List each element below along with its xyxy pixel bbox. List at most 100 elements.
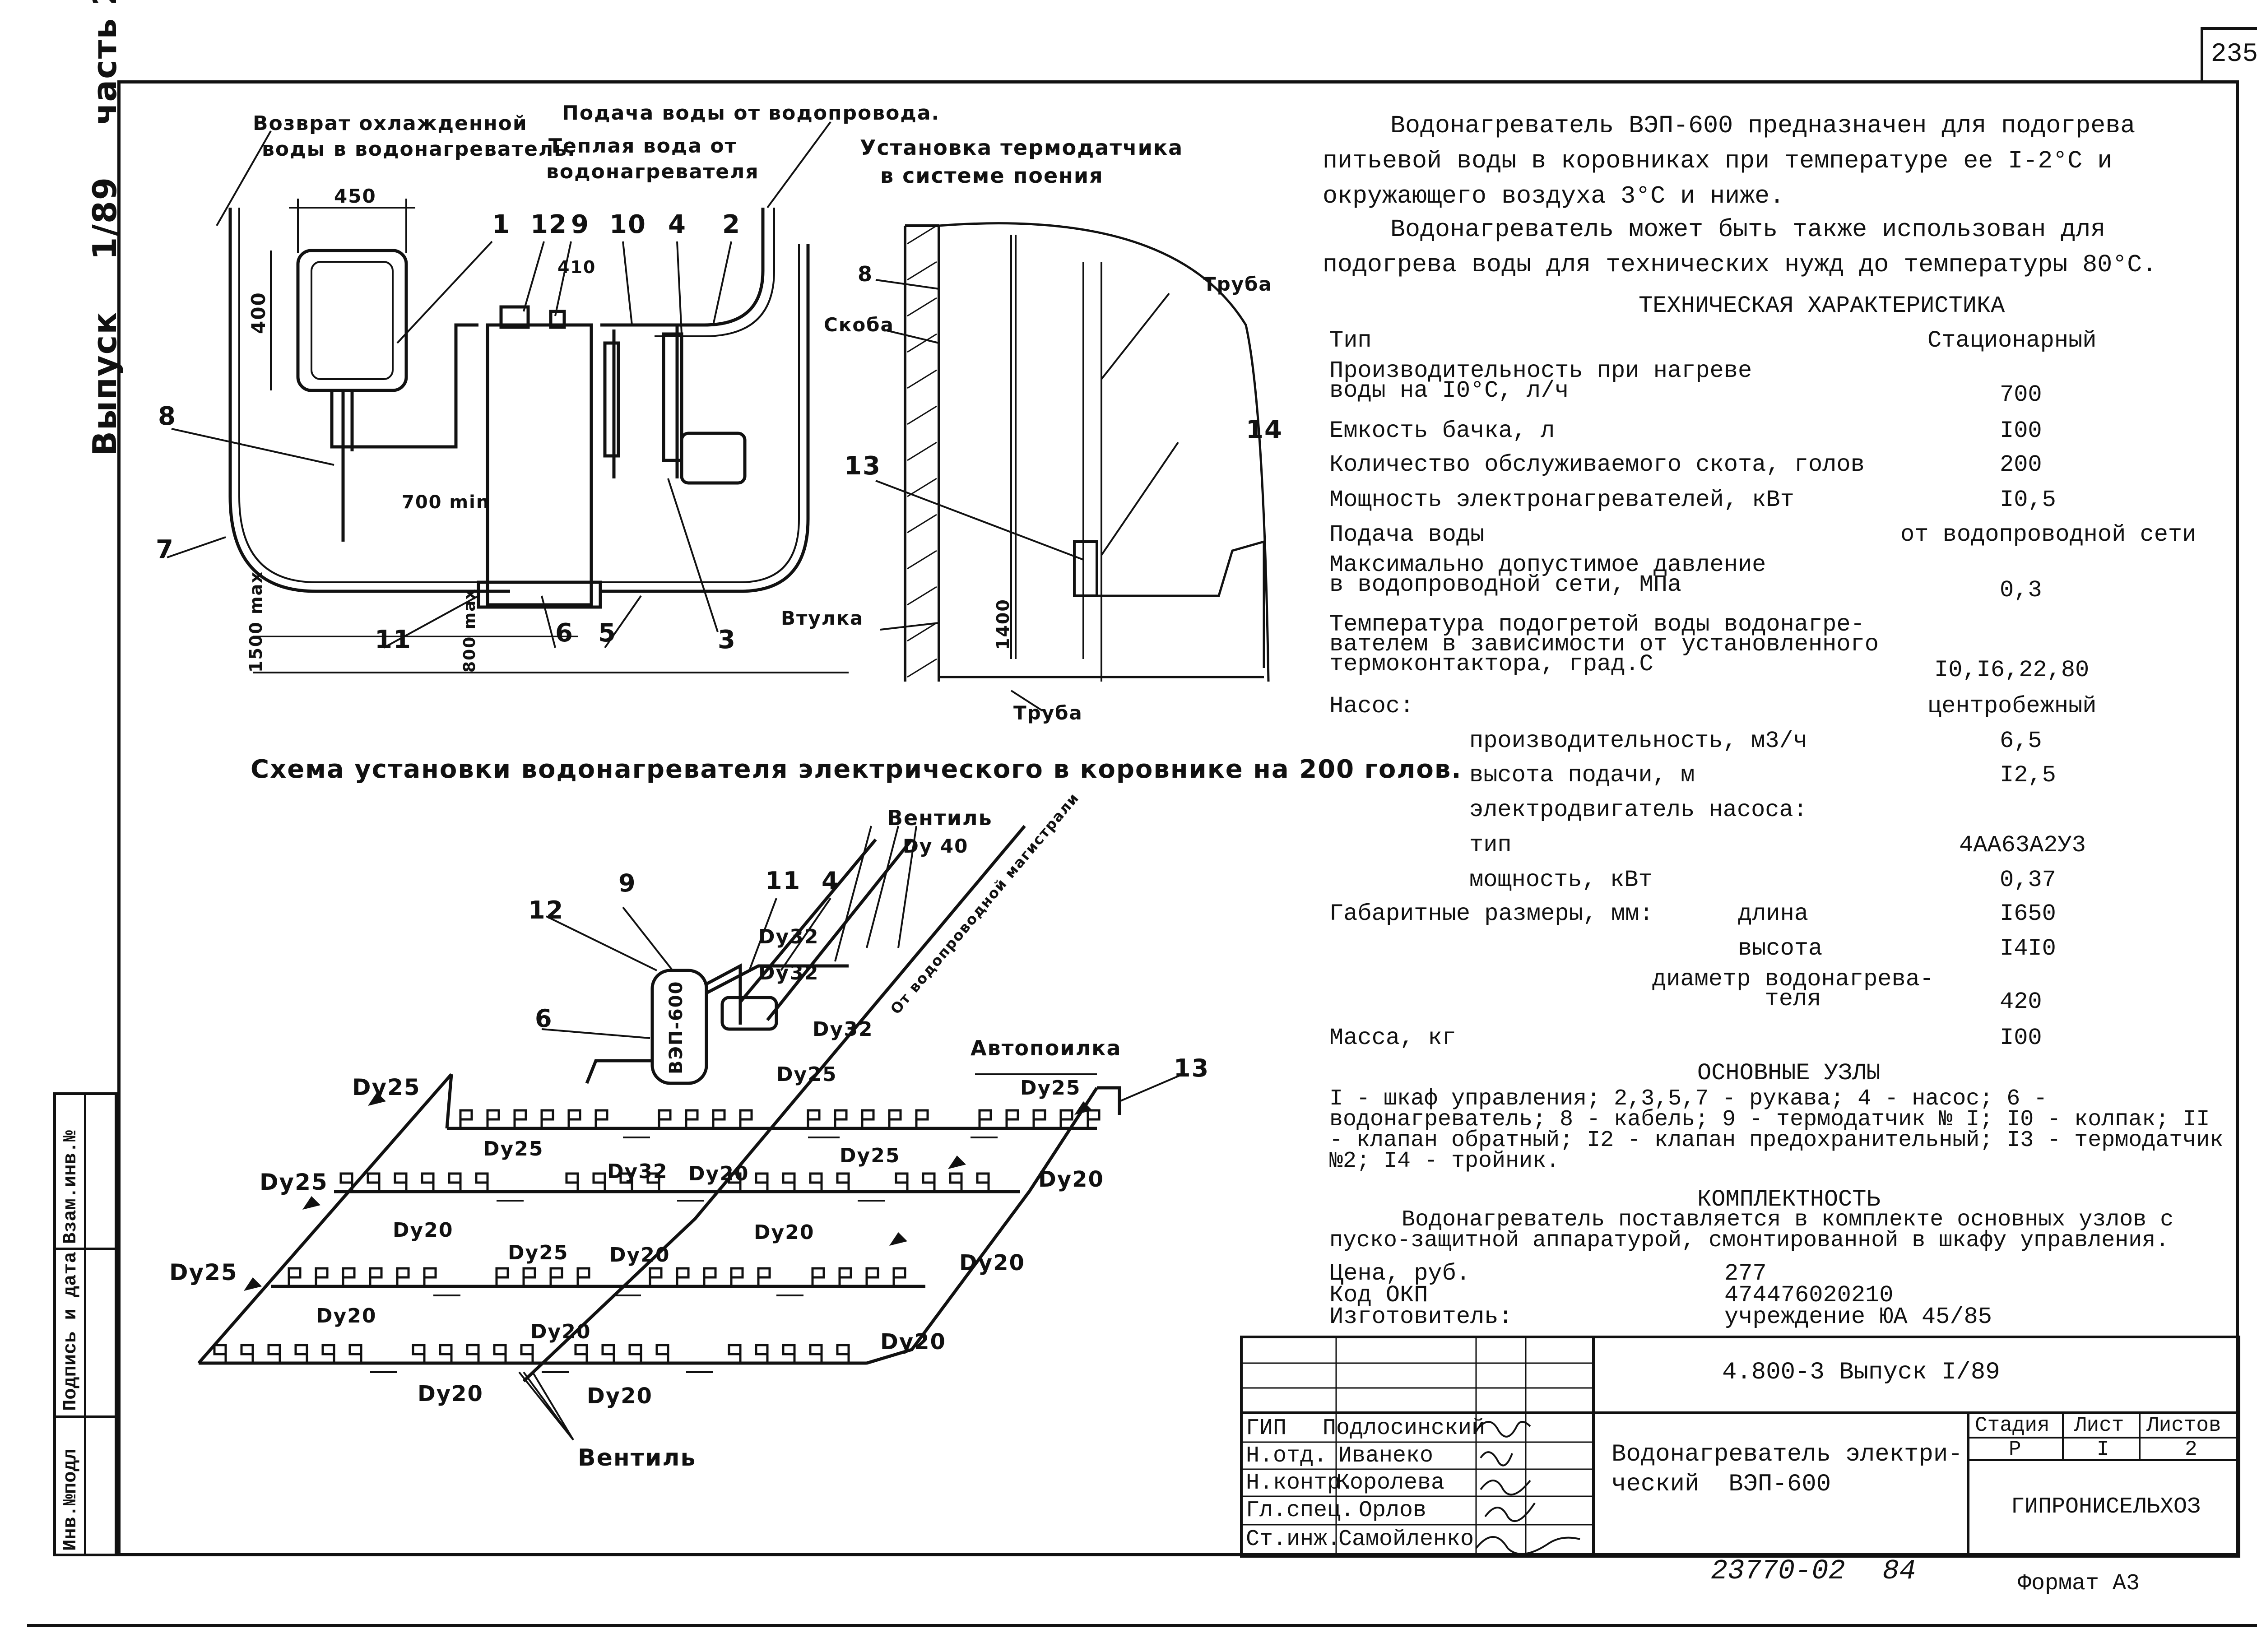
pump-row-2-label: электродвигатель насоса:: [1469, 797, 1807, 823]
tb-doc-code: 4.800-3 Выпуск I/89: [1722, 1359, 2000, 1386]
tb-role-2: Н.контр.: [1246, 1470, 1355, 1496]
label-ventil-top: Вентиль: [887, 806, 993, 830]
pipe-dy32-b: Dу32: [758, 961, 819, 984]
fig2-callout-4: 4: [822, 867, 840, 895]
pipe-dy25-a: Dу25: [352, 1074, 421, 1100]
tb-name-1: Иванеко: [1338, 1443, 1434, 1469]
dim-410: 410: [557, 257, 596, 277]
pipe-dy20-j: Dу20: [418, 1381, 483, 1406]
mass-label: Масса, кг: [1329, 1025, 1456, 1051]
dims-label: Габаритные размеры, мм:: [1329, 900, 1653, 927]
pump-row-3-label: тип: [1469, 832, 1512, 858]
tb-stage: Р: [2009, 1438, 2021, 1461]
tb-name: Водонагреватель электри- ческий ВЭП-600: [1611, 1441, 1963, 1498]
tech-row-8-value: центробежный: [1927, 693, 2097, 719]
callout-6: 6: [555, 618, 574, 648]
pipe-dy25-c: Dу25: [169, 1259, 238, 1285]
tech-row-4-label: Мощность электронагревателей, кВт: [1329, 487, 1794, 513]
label-dy40: Dу 40: [903, 835, 969, 857]
dims-1-value: I4I0: [2000, 935, 2056, 962]
callout-10: 10: [609, 210, 646, 239]
dims-0-value: I650: [2000, 900, 2056, 927]
price-2-value: учреждение ЮА 45/85: [1724, 1304, 1992, 1330]
price-0-value: 277: [1724, 1260, 1767, 1287]
tech-row-3-label: Количество обслуживаемого скота, голов: [1329, 451, 1865, 478]
label-supply-water: Подача воды от водопровода.: [562, 102, 940, 125]
pipe-dy32-c: Dу32: [813, 1018, 873, 1041]
pipe-dy25-d: Dу25: [483, 1137, 544, 1160]
tb-name-3: Орлов: [1359, 1498, 1427, 1523]
tb-role-3: Гл.спец.: [1246, 1498, 1355, 1523]
dims-0-label: длина: [1738, 900, 1809, 927]
tech-row-2-value: I00: [2000, 418, 2042, 444]
fig2-callout-13: 13: [1174, 1054, 1210, 1082]
label-vtulka: Втулка: [781, 607, 864, 629]
pump-row-3-value: 4АА63А2У3: [1959, 832, 2086, 858]
label-truba-bottom: Труба: [1013, 702, 1083, 724]
pump-row-1-value: I2,5: [2000, 762, 2056, 789]
tech-row-2-label: Емкость бачка, л: [1329, 418, 1555, 444]
price-1-value: 474476020210: [1724, 1282, 1894, 1309]
tech-row-1-value: 700: [2000, 381, 2042, 408]
pipe-dy20-b: Dу20: [1038, 1167, 1104, 1192]
label-warm-water-1: Теплая вода от: [548, 135, 738, 158]
mass-value: I00: [2000, 1025, 2042, 1051]
units-title: ОСНОВНЫЕ УЗЛЫ: [1697, 1060, 1881, 1086]
pipe-dy32-d: Dу32: [607, 1160, 668, 1183]
fig2-callout-6: 6: [535, 1004, 553, 1033]
callout-1: 1: [492, 210, 511, 239]
dims-2-value: 420: [2000, 988, 2042, 1015]
label-return-water-2: воды в водонагреватель.: [262, 138, 576, 161]
tech-row-4-value: I0,5: [2000, 487, 2056, 513]
schema-title: Схема установки водонагревателя электрич…: [251, 755, 1462, 784]
callout-8: 8: [158, 402, 176, 431]
dim-450: 450: [334, 185, 376, 207]
tb-sheets-h: Листов: [2146, 1414, 2221, 1437]
dims-2-label: диаметр водонагрева- теля: [1652, 966, 1934, 1012]
pipe-dy20-a: Dу20: [688, 1162, 749, 1185]
fig2-callout-12: 12: [528, 896, 564, 924]
pump-row-0-value: 6,5: [2000, 728, 2042, 754]
callout-11: 11: [375, 625, 412, 654]
dim-400: 400: [247, 292, 269, 334]
tech-row-3-value: 200: [2000, 451, 2042, 478]
pipe-dy20-i: Dу20: [880, 1329, 946, 1355]
label-ventil-bottom: Вентиль: [578, 1444, 697, 1471]
pipe-dy20-e: Dу20: [754, 1221, 815, 1244]
pipe-dy20-c: Dу20: [393, 1219, 454, 1242]
label-8-wall: 8: [858, 262, 873, 286]
tb-name-4: Самойленко: [1338, 1527, 1474, 1552]
callout-5: 5: [598, 618, 617, 648]
callout-12: 12: [530, 210, 567, 239]
tb-name-0: Подлосинский: [1323, 1415, 1486, 1441]
label-sensor-2: в системе поения: [880, 163, 1104, 188]
callout-13: 13: [844, 451, 881, 481]
pipe-dy20-k: Dу20: [587, 1383, 653, 1409]
tb-role-0: ГИП: [1246, 1415, 1287, 1441]
signatures: [1475, 1421, 1580, 1555]
units-text: I - шкаф управления; 2,3,5,7 - рукава; 4…: [1329, 1086, 2224, 1174]
callout-4: 4: [668, 210, 687, 239]
bottom-rule: [27, 1624, 2257, 1627]
callout-2: 2: [722, 210, 741, 239]
label-vep: ВЭП-600: [666, 980, 687, 1074]
left-stamp: Инв.№подл Подпись и дата Взам.инв.№: [53, 1092, 117, 1556]
label-avtopoilka: Автопоилка: [971, 1036, 1122, 1060]
pump-row-1-label: высота подачи, м: [1469, 762, 1695, 789]
tb-org: ГИПРОНИСЕЛЬХОЗ: [2011, 1494, 2201, 1520]
completeness-text: Водонагреватель поставляется в комплекте…: [1329, 1207, 2174, 1253]
tech-row-1-label: Производительность при нагреве воды на I…: [1329, 357, 1752, 404]
pipe-dy25-g: Dу25: [840, 1144, 901, 1167]
callout-7: 7: [156, 535, 174, 564]
price-1-label: Код ОКП: [1329, 1282, 1428, 1309]
pipe-dy20-g: Dу20: [316, 1304, 377, 1327]
footer-page: 84: [1882, 1555, 1916, 1587]
label-return-water-1: Возврат охлажденной: [253, 112, 528, 135]
pipe-dy20-h: Dу20: [530, 1320, 591, 1343]
callout-9: 9: [571, 210, 590, 239]
dim-1500: 1500 max: [246, 571, 266, 673]
pipe-dy25-f: Dу25: [1020, 1077, 1081, 1100]
tech-row-5-label: Подача воды: [1329, 521, 1485, 548]
callout-3: 3: [718, 625, 736, 654]
